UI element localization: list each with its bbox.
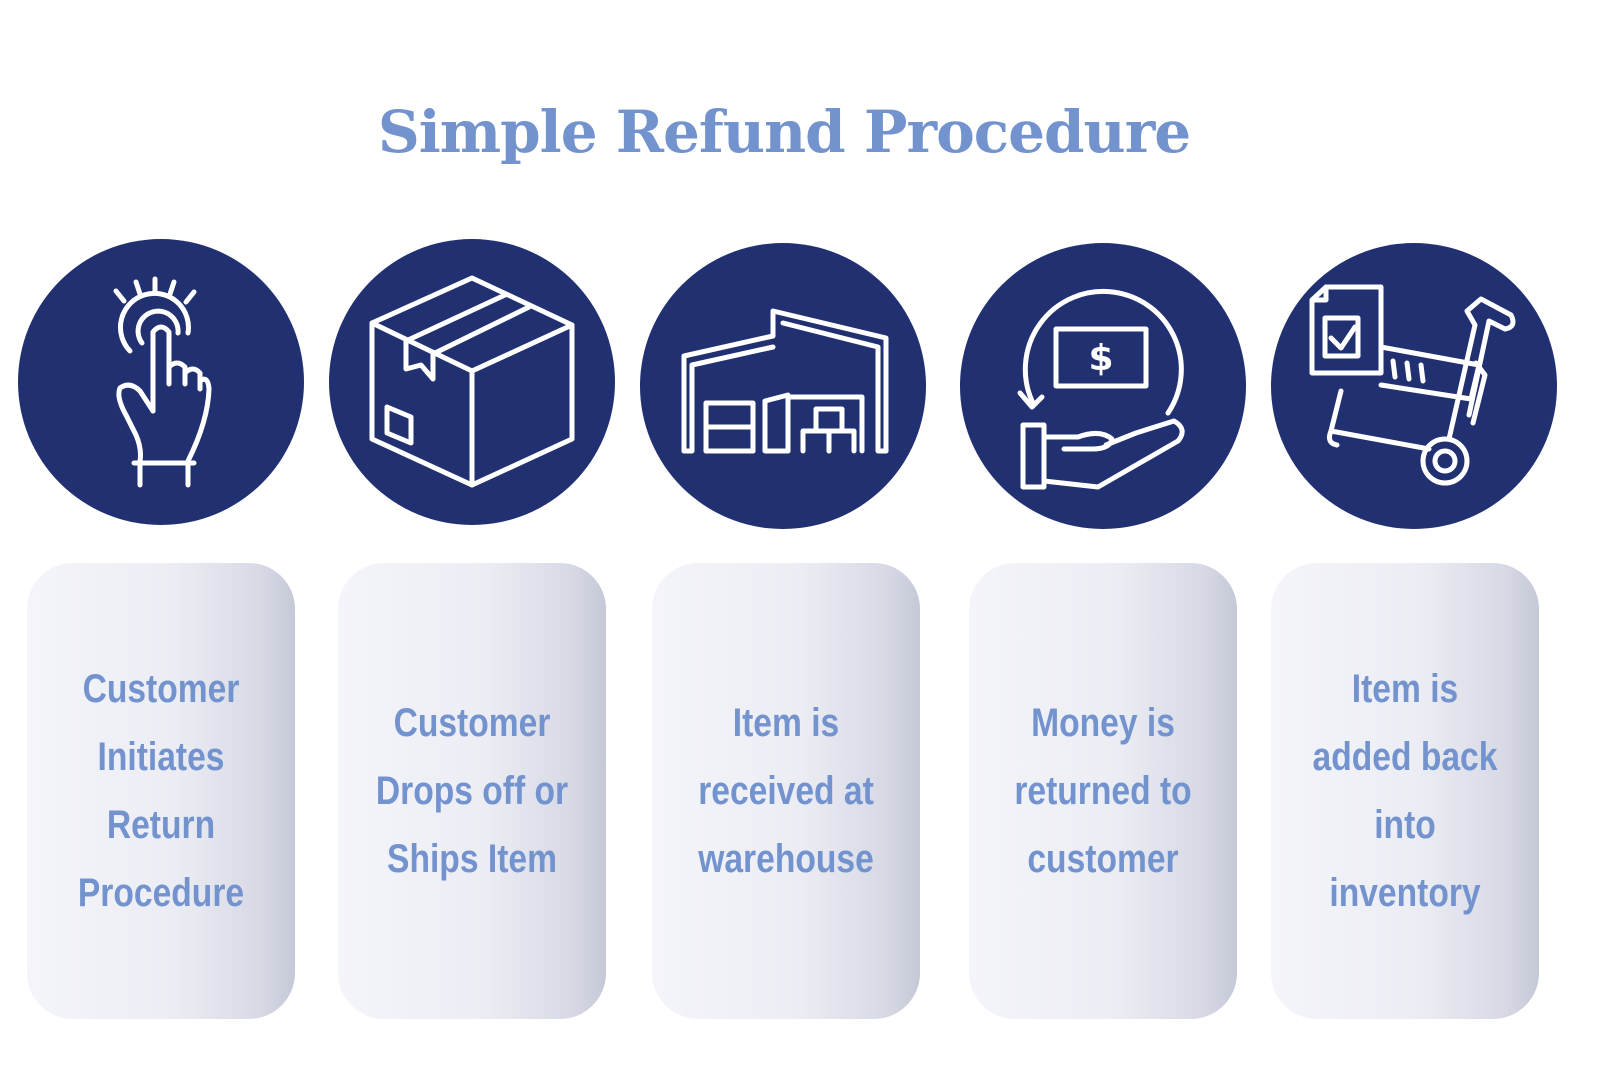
step-5-icon-circle <box>1271 243 1557 529</box>
step-2-card: Customer Drops off or Ships Item <box>338 563 606 1019</box>
step-5-text: Item is added back into inventory <box>1312 667 1498 915</box>
svg-text:$: $ <box>1088 338 1113 379</box>
money-return-hand-icon: $ <box>1017 288 1185 490</box>
step-4-text: Money is returned to customer <box>1014 701 1192 881</box>
step-2-icon-circle <box>329 239 615 525</box>
page-title: Simple Refund Procedure <box>377 98 1191 166</box>
package-box-icon <box>369 275 575 488</box>
step-4-card: Money is returned to customer <box>969 563 1237 1019</box>
tap-hand-icon <box>113 276 212 488</box>
step-1-icon-circle <box>18 239 304 525</box>
step-1-text: Customer Initiates Return Procedure <box>77 667 245 915</box>
step-2-text: Customer Drops off or Ships Item <box>375 701 569 881</box>
step-3-card: Item is received at warehouse <box>652 563 920 1019</box>
step-4-icon-circle: $ <box>960 243 1246 529</box>
step-3-icon-circle <box>640 243 926 529</box>
inventory-cart-icon <box>1309 284 1516 486</box>
warehouse-icon <box>681 308 889 454</box>
step-1-card: Customer Initiates Return Procedure <box>27 563 295 1019</box>
step-5-card: Item is added back into inventory <box>1271 563 1539 1019</box>
step-3-text: Item is received at warehouse <box>698 701 874 881</box>
